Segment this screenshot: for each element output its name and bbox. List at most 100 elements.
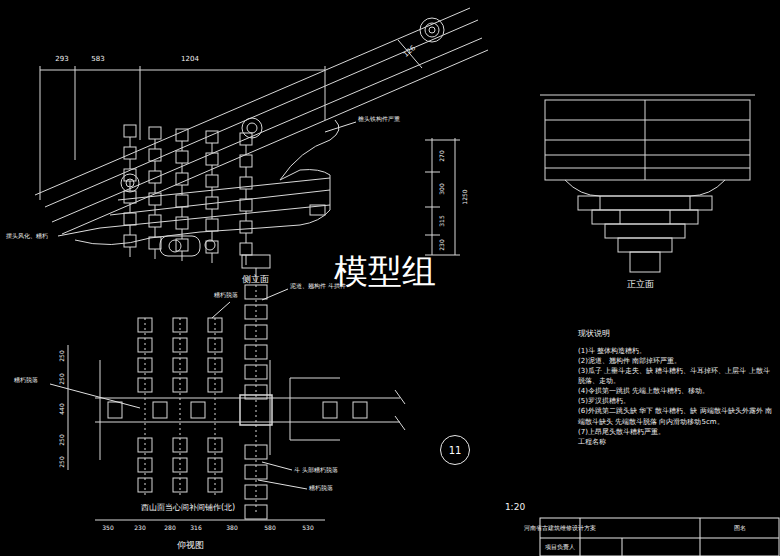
center-line (145, 318, 146, 498)
center-line (180, 318, 181, 498)
dimension: 250 (59, 456, 66, 467)
bracket-block (124, 169, 136, 181)
bracket-block (240, 221, 252, 233)
dimension: 580 (264, 525, 275, 532)
bracket-post (130, 181, 131, 191)
bracket-post (155, 249, 156, 259)
dimension: 316 (190, 525, 201, 532)
dimension: 250 (59, 434, 66, 445)
bracket-block (176, 151, 188, 163)
plan-block (323, 402, 337, 418)
damage-note: 泥道、翘构件 斗拱件 (290, 283, 346, 290)
bracket-post (246, 167, 247, 177)
leader-lines (50, 122, 356, 489)
scale-note: 1:20 (505, 503, 525, 513)
bracket-block (206, 153, 218, 165)
note-line: (6)外跳第二跳头缺 华下 散斗糟朽、缺 两端散斗缺头外露外 南端散斗缺头 先端… (578, 406, 774, 426)
plan-block (153, 402, 167, 418)
bracket-post (182, 207, 183, 217)
bracket-post (212, 187, 213, 197)
plan-block (108, 402, 122, 418)
bracket-block (149, 171, 161, 183)
view-title: 侧立面 (242, 275, 269, 285)
bracket-block (176, 195, 188, 207)
bracket-block (240, 177, 252, 189)
bracket-block (149, 127, 161, 139)
bracket-post (182, 141, 183, 151)
note-line: (2)泥道、翘构件 南部掉环严重。 (578, 356, 774, 366)
plan-block (191, 402, 205, 418)
callout-circle: 11 (440, 435, 470, 465)
bracket-block (149, 149, 161, 161)
bracket-block (124, 235, 136, 247)
bracket-post (182, 229, 183, 239)
dimension: 440 (59, 403, 66, 414)
bracket-post (130, 225, 131, 235)
bracket-block (206, 219, 218, 231)
plan-block (353, 402, 367, 418)
bracket-post (246, 145, 247, 155)
bracket-post (155, 183, 156, 193)
damage-note: 檐头铁构件严重 (358, 116, 400, 123)
dimension: 250 (59, 373, 66, 384)
bracket-block (240, 199, 252, 211)
dimension: 583 (91, 56, 104, 64)
center-line (215, 318, 216, 498)
bracket-post (155, 139, 156, 149)
watermark: 模型组 (334, 253, 436, 290)
bracket-side (75, 120, 339, 282)
damage-note: 摆头风化、糟朽 (6, 233, 48, 240)
bracket-post (212, 209, 213, 219)
dimension: 230 (439, 239, 446, 250)
title-block-cell: 河南省古建筑维修设计方案 (524, 525, 596, 532)
plan-title: 西山面当心间补间铺作(北) (141, 504, 235, 513)
note-line: (4)令拱第一跳拱 先端上散斗糟朽、移动。 (578, 386, 774, 396)
view-title: 正立面 (627, 280, 654, 290)
bracket-post (182, 163, 183, 173)
notes-block: 现状说明(1)斗 整体构造糟朽。(2)泥道、翘构件 南部掉环严重。(3)瓜子 上… (578, 328, 774, 447)
dimension: 293 (55, 56, 68, 64)
bracket-columns (124, 125, 252, 265)
bracket-post (212, 165, 213, 175)
bracket-block (124, 125, 136, 137)
bracket-post (246, 211, 247, 221)
dimension: 380 (226, 525, 237, 532)
bracket-post (182, 251, 183, 261)
bracket-block (206, 131, 218, 143)
rafters (35, 8, 488, 234)
bracket-block (149, 215, 161, 227)
callout-number: 11 (449, 445, 462, 456)
bracket-post (130, 159, 131, 169)
front-elevation (540, 95, 755, 272)
bracket-post (212, 143, 213, 153)
damage-note: 斗 头部糟朽脱落 (294, 467, 338, 474)
bracket-block (240, 243, 252, 255)
bracket-post (155, 161, 156, 171)
bracket-block (149, 237, 161, 249)
dimension: 1204 (181, 56, 199, 64)
bracket-block (149, 193, 161, 205)
bracket-post (246, 189, 247, 199)
note-line: (1)斗 整体构造糟朽。 (578, 346, 774, 356)
note-line: 工程名称 (578, 437, 774, 447)
note-line: (5)罗汉拱糟朽。 (578, 396, 774, 406)
dimension-lines (40, 40, 460, 255)
bracket-post (182, 185, 183, 195)
bracket-post (212, 253, 213, 263)
title-block-cell: 图名 (734, 525, 746, 532)
bracket-block (176, 129, 188, 141)
bracket-block (240, 155, 252, 167)
bracket-block (206, 241, 218, 253)
bracket-block (124, 147, 136, 159)
bracket-post (130, 247, 131, 257)
dimension: 530 (302, 525, 313, 532)
dimension: 230 (134, 525, 145, 532)
bracket-post (246, 255, 247, 265)
bracket-block (176, 217, 188, 229)
title-block-cell: 项目负责人 (545, 544, 575, 551)
dimension: 315 (439, 215, 446, 226)
plan-view (68, 345, 405, 520)
damage-note: 糟朽脱落 (214, 292, 238, 299)
note-line: (3)瓜子 上垂斗走失、缺 糟斗糟朽、斗耳掉环、上层斗 上散斗脱落、走动。 (578, 366, 774, 386)
